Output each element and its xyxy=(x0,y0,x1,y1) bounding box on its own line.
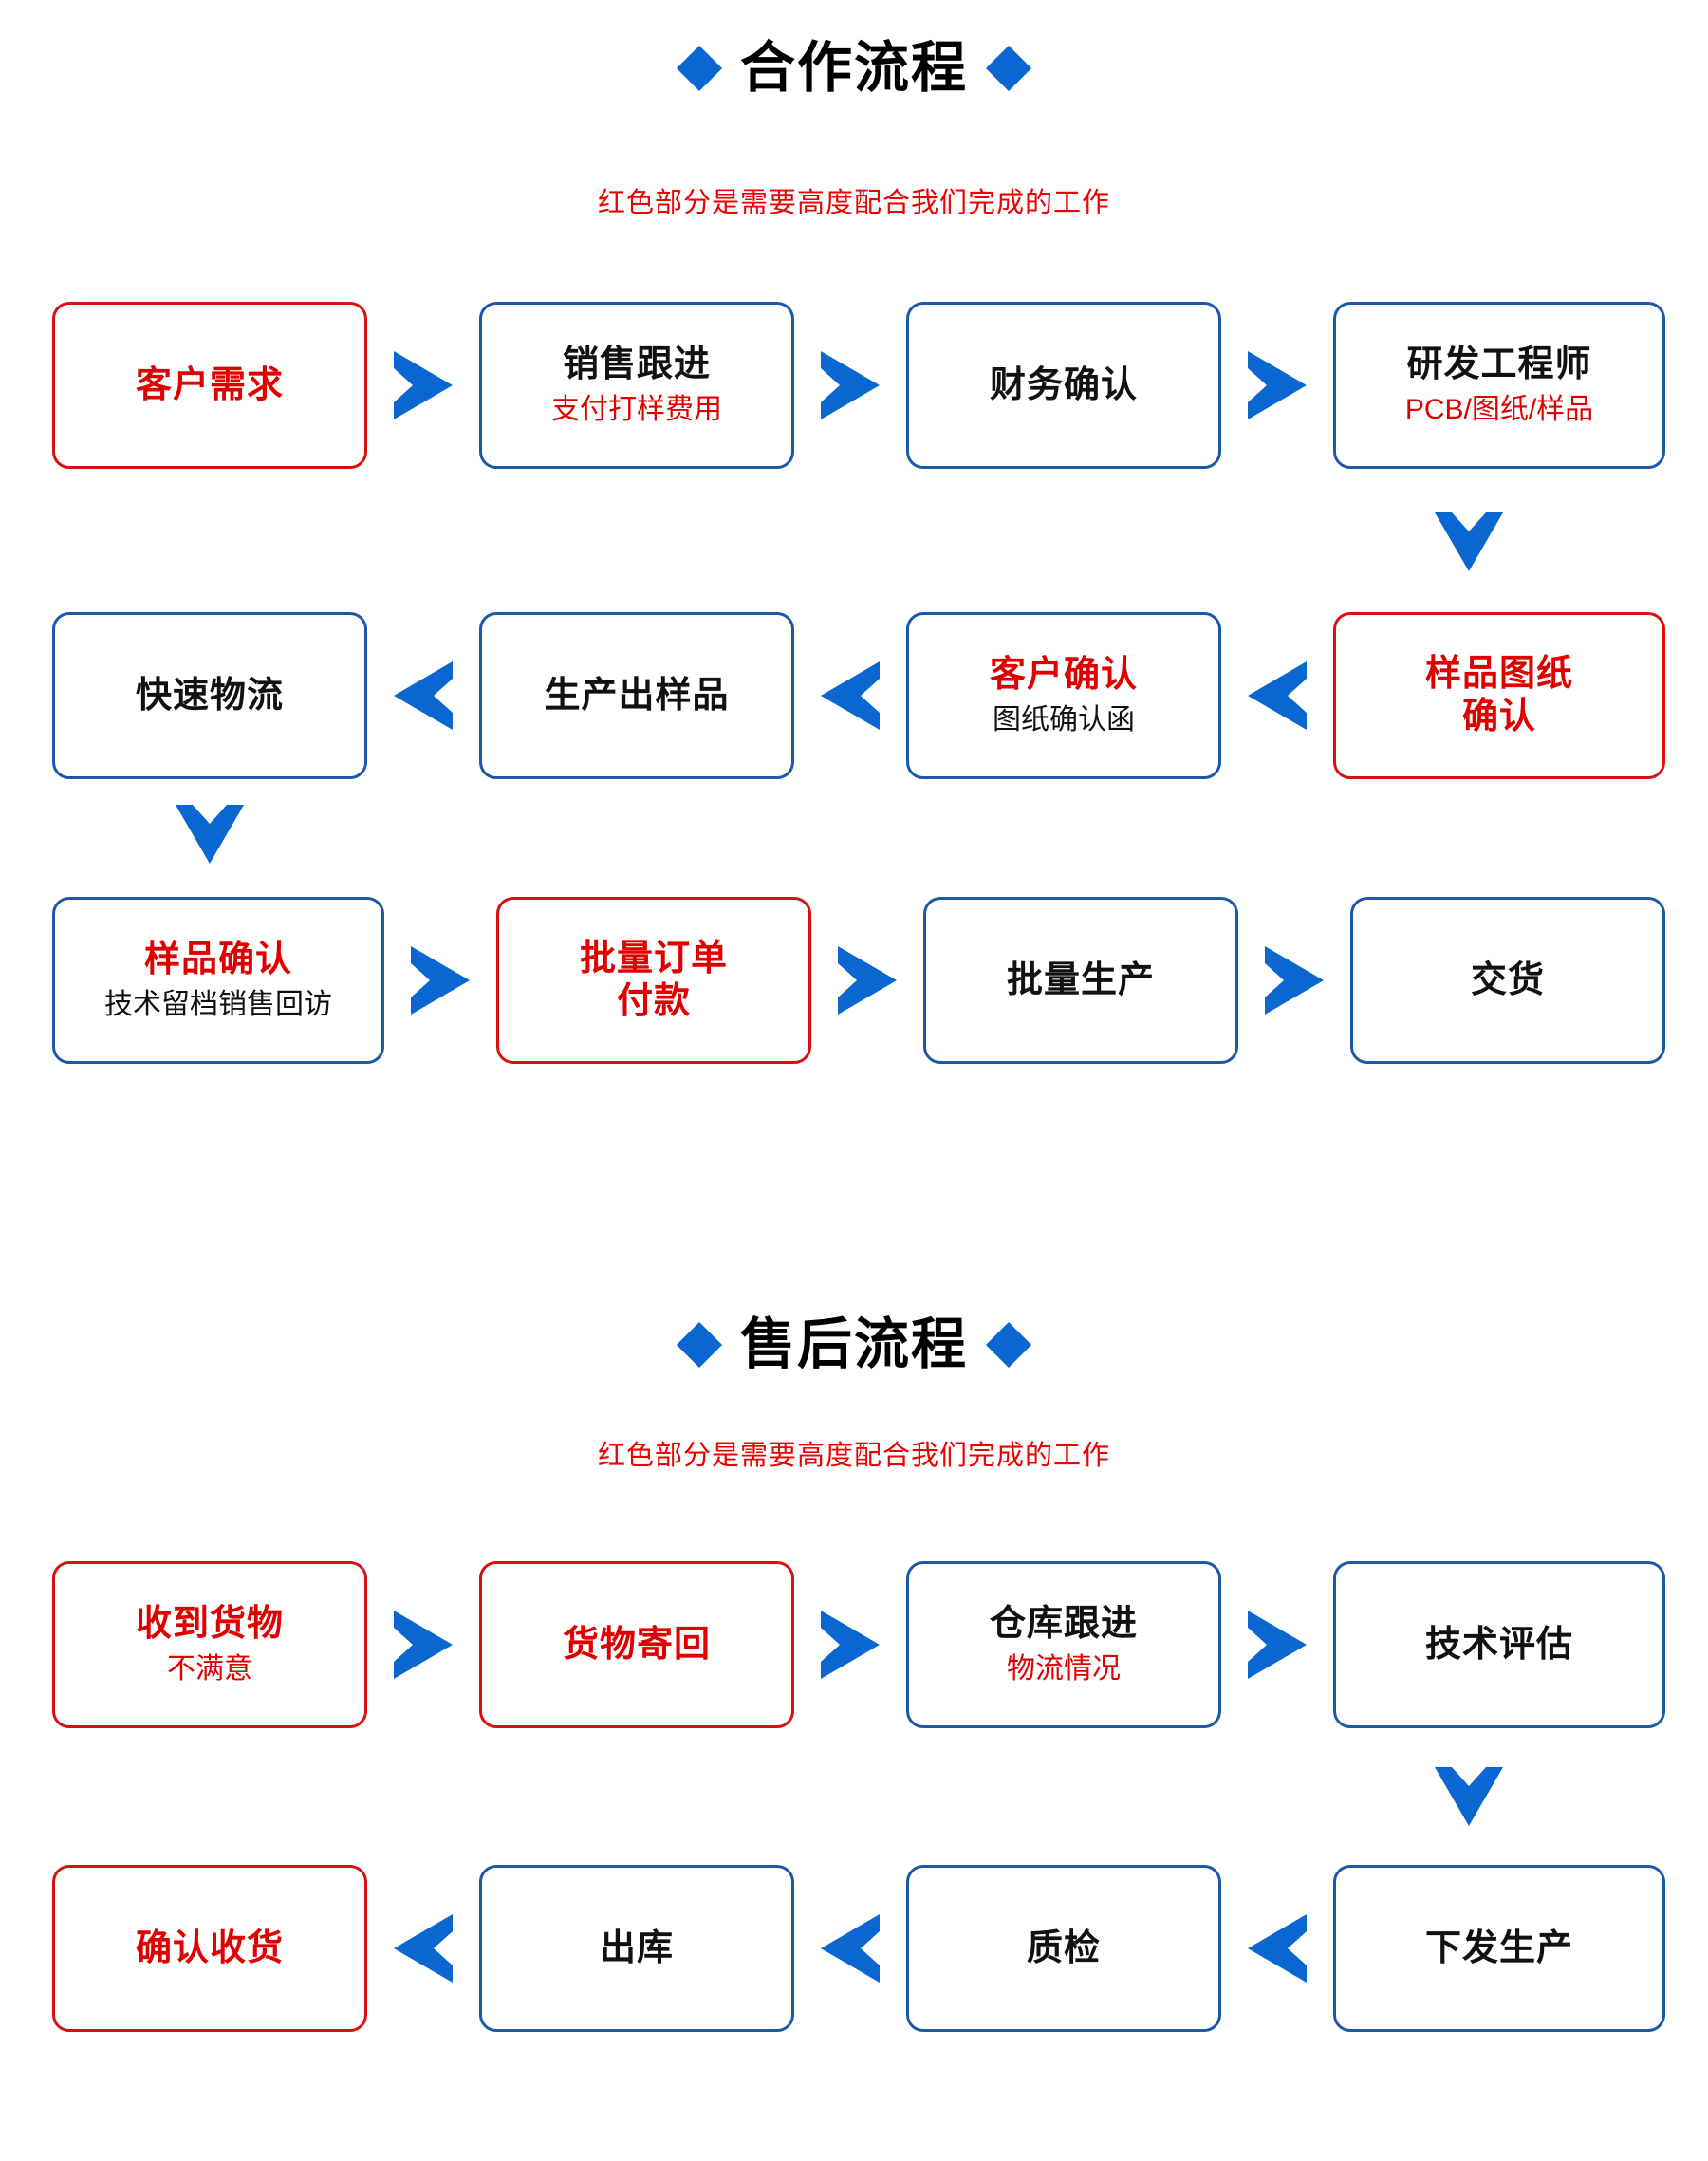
node-main-label: 研发工程师 xyxy=(1406,345,1592,385)
node-warehouse-followup[interactable]: 仓库跟进 物流情况 xyxy=(906,1561,1221,1728)
diamond-left-icon xyxy=(676,1321,723,1368)
arrow-2-3 xyxy=(794,351,906,419)
section-subtitle-cooperation: 红色部分是需要高度配合我们完成的工作 xyxy=(597,188,1110,218)
arrow-r3-3-4 xyxy=(1238,946,1350,1015)
arrow-1-2 xyxy=(367,351,479,419)
node-bulk-production[interactable]: 批量生产 xyxy=(923,897,1238,1064)
arrow-r3-2-3 xyxy=(811,946,923,1015)
node-technical-evaluation[interactable]: 技术评估 xyxy=(1333,1561,1665,1728)
arrow-as1-1-2 xyxy=(367,1611,479,1679)
arrow-3-4 xyxy=(1221,351,1333,419)
node-delivery[interactable]: 交货 xyxy=(1350,897,1665,1064)
node-main-label: 快速物流 xyxy=(135,675,284,716)
connector-down-rd-to-sample-drawing xyxy=(1435,512,1503,571)
section-title-after-sales: 售后流程 xyxy=(0,1314,1708,1375)
node-main-label: 技术评估 xyxy=(1424,1624,1573,1665)
node-issue-to-production[interactable]: 下发生产 xyxy=(1333,1865,1665,2032)
after-sales-row-2: 确认收货 出库 质检 下发生产 xyxy=(0,1865,1708,2032)
arrow-as1-3-4 xyxy=(1221,1611,1333,1679)
cooperation-row-3: 样品确认 技术留档销售回访 批量订单 付款 批量生产 交货 xyxy=(0,897,1708,1064)
node-bulk-order-payment[interactable]: 批量订单 付款 xyxy=(496,897,811,1064)
after-sales-row-1: 收到货物 不满意 货物寄回 仓库跟进 物流情况 技术评估 xyxy=(0,1561,1708,1728)
node-main-label: 客户确认 xyxy=(989,655,1138,696)
node-finance-confirm[interactable]: 财务确认 xyxy=(906,302,1221,469)
arrow-back-3-2 xyxy=(794,661,906,730)
node-fast-logistics[interactable]: 快速物流 xyxy=(52,612,367,779)
arrow-r3-1-2 xyxy=(384,946,496,1015)
node-sub-label: 物流情况 xyxy=(1007,1653,1121,1686)
diamond-right-icon xyxy=(985,45,1032,91)
section-subtitle-after-sales: 红色部分是需要高度配合我们完成的工作 xyxy=(597,1441,1110,1471)
arrow-as2-4-3 xyxy=(1221,1914,1333,1983)
node-main-label: 交货 xyxy=(1470,959,1545,1000)
node-produce-sample[interactable]: 生产出样品 xyxy=(479,612,794,779)
node-sample-confirm[interactable]: 样品确认 技术留档销售回访 xyxy=(52,897,384,1064)
section-title-text: 售后流程 xyxy=(739,1313,968,1375)
node-main-label: 财务确认 xyxy=(989,364,1138,405)
node-main-label: 批量订单 付款 xyxy=(579,939,728,1021)
node-main-label: 样品确认 xyxy=(143,940,292,980)
node-main-label: 批量生产 xyxy=(1006,959,1155,1000)
arrow-as2-3-2 xyxy=(794,1914,906,1983)
diamond-right-icon xyxy=(985,1321,1032,1368)
node-main-label: 质检 xyxy=(1026,1928,1101,1968)
node-confirm-receipt[interactable]: 确认收货 xyxy=(52,1865,367,2032)
node-main-label: 收到货物 xyxy=(135,1604,284,1645)
node-quality-inspection[interactable]: 质检 xyxy=(906,1865,1221,2032)
connector-down-logistics-to-sample-confirm xyxy=(176,805,244,864)
node-main-label: 客户需求 xyxy=(135,364,284,405)
node-main-label: 仓库跟进 xyxy=(989,1604,1138,1645)
node-sub-label: 支付打样费用 xyxy=(551,394,722,426)
node-sample-drawing-confirm[interactable]: 样品图纸 确认 xyxy=(1333,612,1665,779)
node-goods-returned[interactable]: 货物寄回 xyxy=(479,1561,794,1728)
node-main-label: 出库 xyxy=(599,1928,674,1968)
arrow-as1-2-3 xyxy=(794,1611,906,1679)
cooperation-row-1: 客户需求 销售跟进 支付打样费用 财务确认 研发工程师 PCB/图纸/样品 xyxy=(0,302,1708,469)
arrow-back-2-1 xyxy=(367,661,479,730)
cooperation-row-2: 快速物流 生产出样品 客户确认 图纸确认函 样品图纸 确认 xyxy=(0,612,1708,779)
diamond-left-icon xyxy=(676,45,723,91)
node-main-label: 生产出样品 xyxy=(544,675,730,716)
node-rd-engineer[interactable]: 研发工程师 PCB/图纸/样品 xyxy=(1333,302,1665,469)
section-title-text: 合作流程 xyxy=(739,37,968,99)
node-customer-requirement[interactable]: 客户需求 xyxy=(52,302,367,469)
node-sales-followup[interactable]: 销售跟进 支付打样费用 xyxy=(479,302,794,469)
node-customer-confirm[interactable]: 客户确认 图纸确认函 xyxy=(906,612,1221,779)
connector-down-tech-eval-to-production xyxy=(1435,1767,1503,1826)
node-main-label: 货物寄回 xyxy=(562,1624,711,1665)
node-main-label: 确认收货 xyxy=(135,1928,284,1968)
node-main-label: 样品图纸 确认 xyxy=(1424,654,1573,736)
node-main-label: 下发生产 xyxy=(1424,1928,1573,1968)
node-sub-label: 技术留档销售回访 xyxy=(104,989,332,1021)
arrow-back-4-3 xyxy=(1221,661,1333,730)
node-sub-label: 不满意 xyxy=(167,1653,252,1686)
section-title-cooperation: 合作流程 xyxy=(0,38,1708,99)
node-outbound[interactable]: 出库 xyxy=(479,1865,794,2032)
node-goods-received[interactable]: 收到货物 不满意 xyxy=(52,1561,367,1728)
node-main-label: 销售跟进 xyxy=(562,345,711,385)
node-sub-label: PCB/图纸/样品 xyxy=(1404,394,1594,426)
arrow-as2-2-1 xyxy=(367,1914,479,1983)
node-sub-label: 图纸确认函 xyxy=(993,704,1135,736)
